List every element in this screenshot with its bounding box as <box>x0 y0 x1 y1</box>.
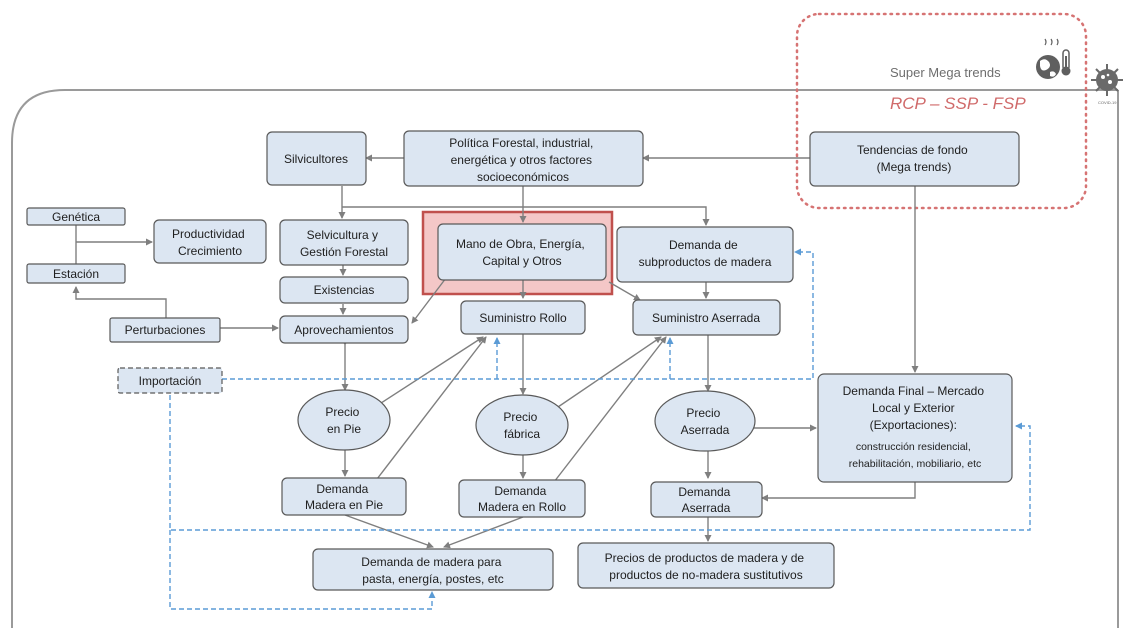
svg-text:Aprovechamientos: Aprovechamientos <box>294 323 393 337</box>
node-productividad: Productividad Crecimiento <box>153 219 267 264</box>
covid-caption: COVID-19 <box>1098 100 1117 105</box>
svg-text:Política Forestal, industrial: Política Forestal, industrial, energétic… <box>449 136 596 184</box>
svg-text:Tendencias de fondo (Meg: Tendencias de fondo (Mega trends) <box>857 143 971 174</box>
node-precios-productos: Precios de productos de madera y de prod… <box>577 542 835 589</box>
node-suministro-aserrada: Suministro Aserrada <box>632 299 781 336</box>
node-estacion: Estación <box>26 263 126 284</box>
svg-text:Demanda Madera en Rollo: Demanda Madera en Rollo <box>478 484 566 514</box>
super-mega-trends-label: Super Mega trends <box>890 65 1001 80</box>
node-demanda-pie: Demanda Madera en Pie <box>281 477 407 516</box>
import-dashed-arrows <box>169 248 1031 610</box>
node-genetica: Genética <box>26 207 126 226</box>
svg-text:Suministro Rollo: Suministro Rollo <box>479 311 567 325</box>
svg-text:Precios de productos de madera: Precios de productos de madera y de prod… <box>605 551 808 582</box>
svg-text:Genética: Genética <box>52 210 100 224</box>
svg-text:Silvicultores: Silvicultores <box>284 152 348 166</box>
flow-arrows <box>72 154 919 549</box>
svg-text:Estación: Estación <box>53 267 99 281</box>
node-demanda-rollo: Demanda Madera en Rollo <box>458 479 586 518</box>
node-silvicultura: Selvicultura y Gestión Forestal <box>279 219 409 266</box>
scenario-label: RCP – SSP - FSP <box>890 94 1026 113</box>
covid-virus-icon: COVID-19 <box>1091 64 1123 105</box>
node-perturbaciones: Perturbaciones <box>109 317 221 343</box>
node-demanda-aserrada: Demanda Aserrada <box>650 481 763 518</box>
svg-text:Precio fábrica: Precio fábrica <box>503 410 540 441</box>
svg-text:Productividad Crecimient: Productividad Crecimiento <box>172 227 248 258</box>
node-demanda-pasta: Demanda de madera para pasta, energía, p… <box>312 548 554 591</box>
svg-text:Suministro Aserrada: Suministro Aserrada <box>652 311 760 325</box>
svg-text:Importación: Importación <box>139 374 202 388</box>
node-politica: Política Forestal, industrial, energétic… <box>403 130 644 187</box>
node-suministro-rollo: Suministro Rollo <box>460 300 586 335</box>
svg-text:Perturbaciones: Perturbaciones <box>125 323 206 337</box>
scenario-box <box>795 12 1088 210</box>
svg-text:Existencias: Existencias <box>314 283 375 297</box>
node-precio-fabrica: Precio fábrica <box>475 394 569 456</box>
node-aprovechamientos: Aprovechamientos <box>279 315 409 344</box>
node-demanda-final: Demanda Final – Mercado Local y Exterior… <box>817 373 1013 483</box>
node-mano-obra: Mano de Obra, Energía, Capital y Otros <box>437 223 607 281</box>
node-existencias: Existencias <box>279 276 409 304</box>
node-tendencias: Tendencias de fondo (Mega trends) <box>809 131 1020 187</box>
svg-text:Demanda Madera en Pie: Demanda Madera en Pie <box>305 482 383 512</box>
svg-text:Demanda de subproductos: Demanda de subproductos de madera <box>639 238 772 269</box>
system-boundary-frame <box>11 89 1119 628</box>
svg-text:Demanda Aserrada: Demanda Aserrada <box>678 485 733 515</box>
node-precio-aserrada: Precio Aserrada <box>654 390 756 452</box>
svg-text:Precio en Pie: Precio en Pie <box>325 405 362 436</box>
node-demanda-subproductos: Demanda de subproductos de madera <box>616 226 794 283</box>
svg-text:Mano de Obra, Energía, C: Mano de Obra, Energía, Capital y Otros <box>456 237 588 268</box>
svg-text:Selvicultura y Gestión F: Selvicultura y Gestión Forestal <box>300 228 388 259</box>
climate-thermometer-icon <box>1036 38 1071 79</box>
svg-text:Demanda de madera para p: Demanda de madera para pasta, energía, p… <box>361 555 504 586</box>
node-silvicultores: Silvicultores <box>266 131 367 186</box>
node-importacion: Importación <box>117 367 223 394</box>
svg-text:Demanda Final – Mercado: Demanda Final – Mercado Local y Exterior… <box>843 384 988 470</box>
svg-text:Precio Aserrada: Precio Aserrada <box>681 406 730 437</box>
node-precio-pie: Precio en Pie <box>297 389 391 451</box>
